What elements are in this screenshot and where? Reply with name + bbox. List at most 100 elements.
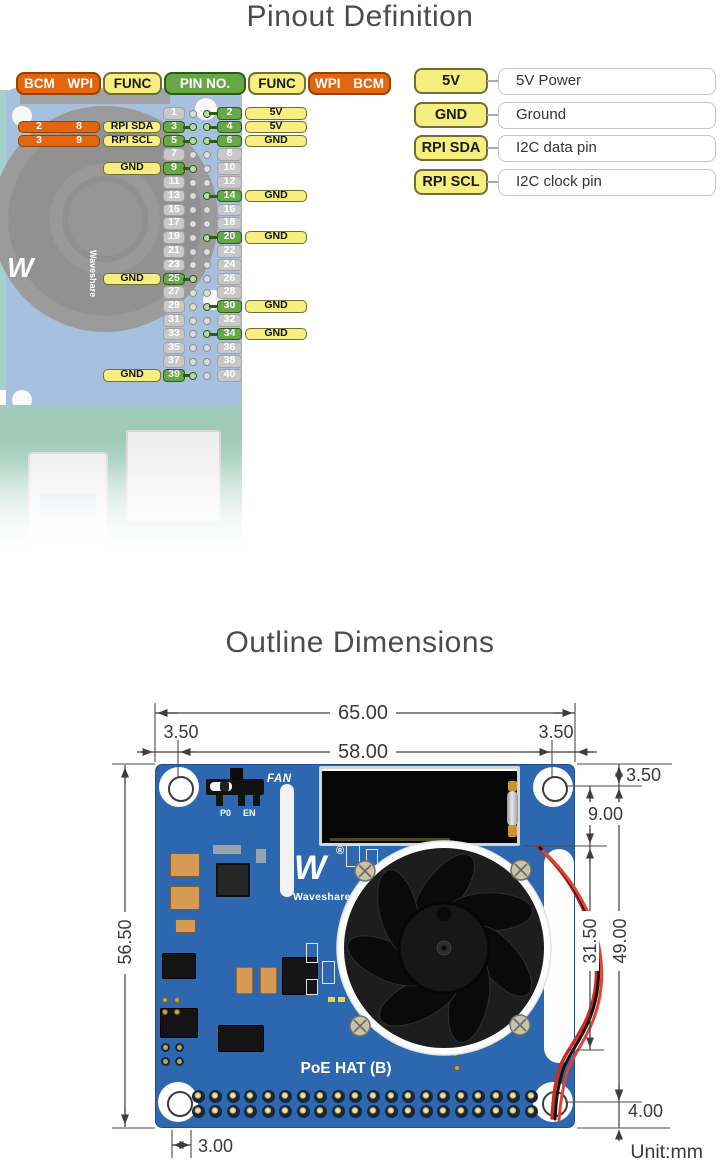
- waveshare-text: Waveshare: [293, 891, 351, 903]
- dim-top-inner: 58.00: [338, 741, 388, 763]
- smd-component: [346, 845, 360, 867]
- gpio-hole: [454, 1104, 468, 1118]
- dim-right-fan: 31.50: [580, 918, 600, 963]
- legend-description: I2C data pin: [498, 135, 716, 162]
- pin-5: 5: [163, 135, 185, 148]
- header-pin-dot: [203, 261, 211, 270]
- board-drawing: P0 EN FAN W ® Waveshare PoE HAT (B): [155, 764, 575, 1128]
- smd-component: [216, 863, 250, 897]
- smd-component: [452, 1051, 458, 1057]
- header-pin-dot: [189, 109, 197, 118]
- smd-component: [174, 997, 180, 1003]
- pin-17: 17: [163, 217, 185, 230]
- oled-display: [319, 766, 520, 846]
- gpio-hole: [296, 1089, 310, 1103]
- smd-component: [161, 1043, 170, 1052]
- pin-6: 6: [217, 135, 242, 148]
- smd-component: [218, 1025, 264, 1052]
- header-pin-dot: [189, 330, 197, 339]
- header-pin-dot: [189, 233, 197, 242]
- gpio-hole: [402, 1089, 416, 1103]
- pin-31: 31: [163, 314, 185, 327]
- pin-7: 7: [163, 148, 185, 161]
- dim-top-width: 65.00: [338, 702, 388, 724]
- smd-component: [260, 967, 277, 994]
- gpio-hole: [402, 1104, 416, 1118]
- gpio-hole: [209, 1104, 223, 1118]
- gpio-hole: [226, 1089, 240, 1103]
- legend-tag: GND: [414, 101, 488, 128]
- mounting-hole: [159, 767, 199, 807]
- pin-21: 21: [163, 245, 185, 258]
- func-right: GND: [245, 300, 307, 313]
- gpio-hole: [489, 1104, 503, 1118]
- pin-37: 37: [163, 355, 185, 368]
- pin-12: 12: [217, 176, 242, 189]
- header-pin-dot: [189, 219, 197, 228]
- smd-component: [236, 967, 253, 994]
- smd-component: [175, 919, 196, 933]
- smd-component: [170, 886, 200, 910]
- legend-description: 5V Power: [498, 68, 716, 95]
- gpio-hole: [472, 1089, 486, 1103]
- smd-component: [170, 853, 200, 877]
- board-slot: [280, 784, 294, 897]
- header-pin-dot: [203, 357, 211, 366]
- legend-description: Ground: [498, 101, 716, 129]
- smd-component: [162, 953, 196, 979]
- pin-9: 9: [163, 162, 185, 175]
- func-right: GND: [245, 328, 307, 341]
- header-pin-dot: [189, 261, 197, 270]
- smd-component: [322, 961, 335, 984]
- gpio-hole: [489, 1089, 503, 1103]
- func-right: GND: [245, 231, 307, 244]
- header-pin-dot: [203, 247, 211, 256]
- pin-29: 29: [163, 300, 185, 313]
- func-left: GND: [103, 162, 161, 175]
- pin-34: 34: [217, 328, 242, 341]
- smd-component: [175, 1043, 184, 1052]
- func-left: RPI SDA: [103, 121, 161, 134]
- legend-tag: RPI SDA: [414, 135, 488, 161]
- gpio-hole: [261, 1104, 275, 1118]
- gpio-hole: [454, 1089, 468, 1103]
- board-name-label: PoE HAT (B): [300, 1060, 392, 1077]
- gpio-hole: [279, 1104, 293, 1118]
- gpio-hole: [437, 1089, 451, 1103]
- header-pin-dot: [189, 178, 197, 187]
- wire-channel: [544, 849, 574, 1063]
- switch-label-p0: P0: [220, 808, 232, 818]
- pin-22: 22: [217, 245, 242, 258]
- dim-right-oled: 9.00: [588, 804, 623, 824]
- unit-label: Unit:mm: [630, 1141, 703, 1163]
- pin-row: 21 22: [0, 245, 400, 258]
- gpio-hole: [244, 1104, 258, 1118]
- header-wpi-bcm-right: WPI BCM: [308, 72, 391, 95]
- smd-component: [256, 849, 266, 863]
- legend-connector: [487, 180, 498, 183]
- dim-right-inner: 49.00: [610, 918, 630, 963]
- gpio-hole: [524, 1089, 538, 1103]
- smd-component: [282, 957, 318, 995]
- func-right: 5V: [245, 121, 307, 134]
- smd-component: [454, 1065, 460, 1071]
- pin-35: 35: [163, 342, 185, 355]
- legend-tag: 5V: [414, 68, 488, 94]
- gpio-hole: [349, 1089, 363, 1103]
- header-pin-dot: [203, 164, 211, 173]
- legend-connector: [487, 147, 498, 149]
- header-pin-dot: [189, 206, 197, 215]
- header-pin-dot: [189, 344, 197, 353]
